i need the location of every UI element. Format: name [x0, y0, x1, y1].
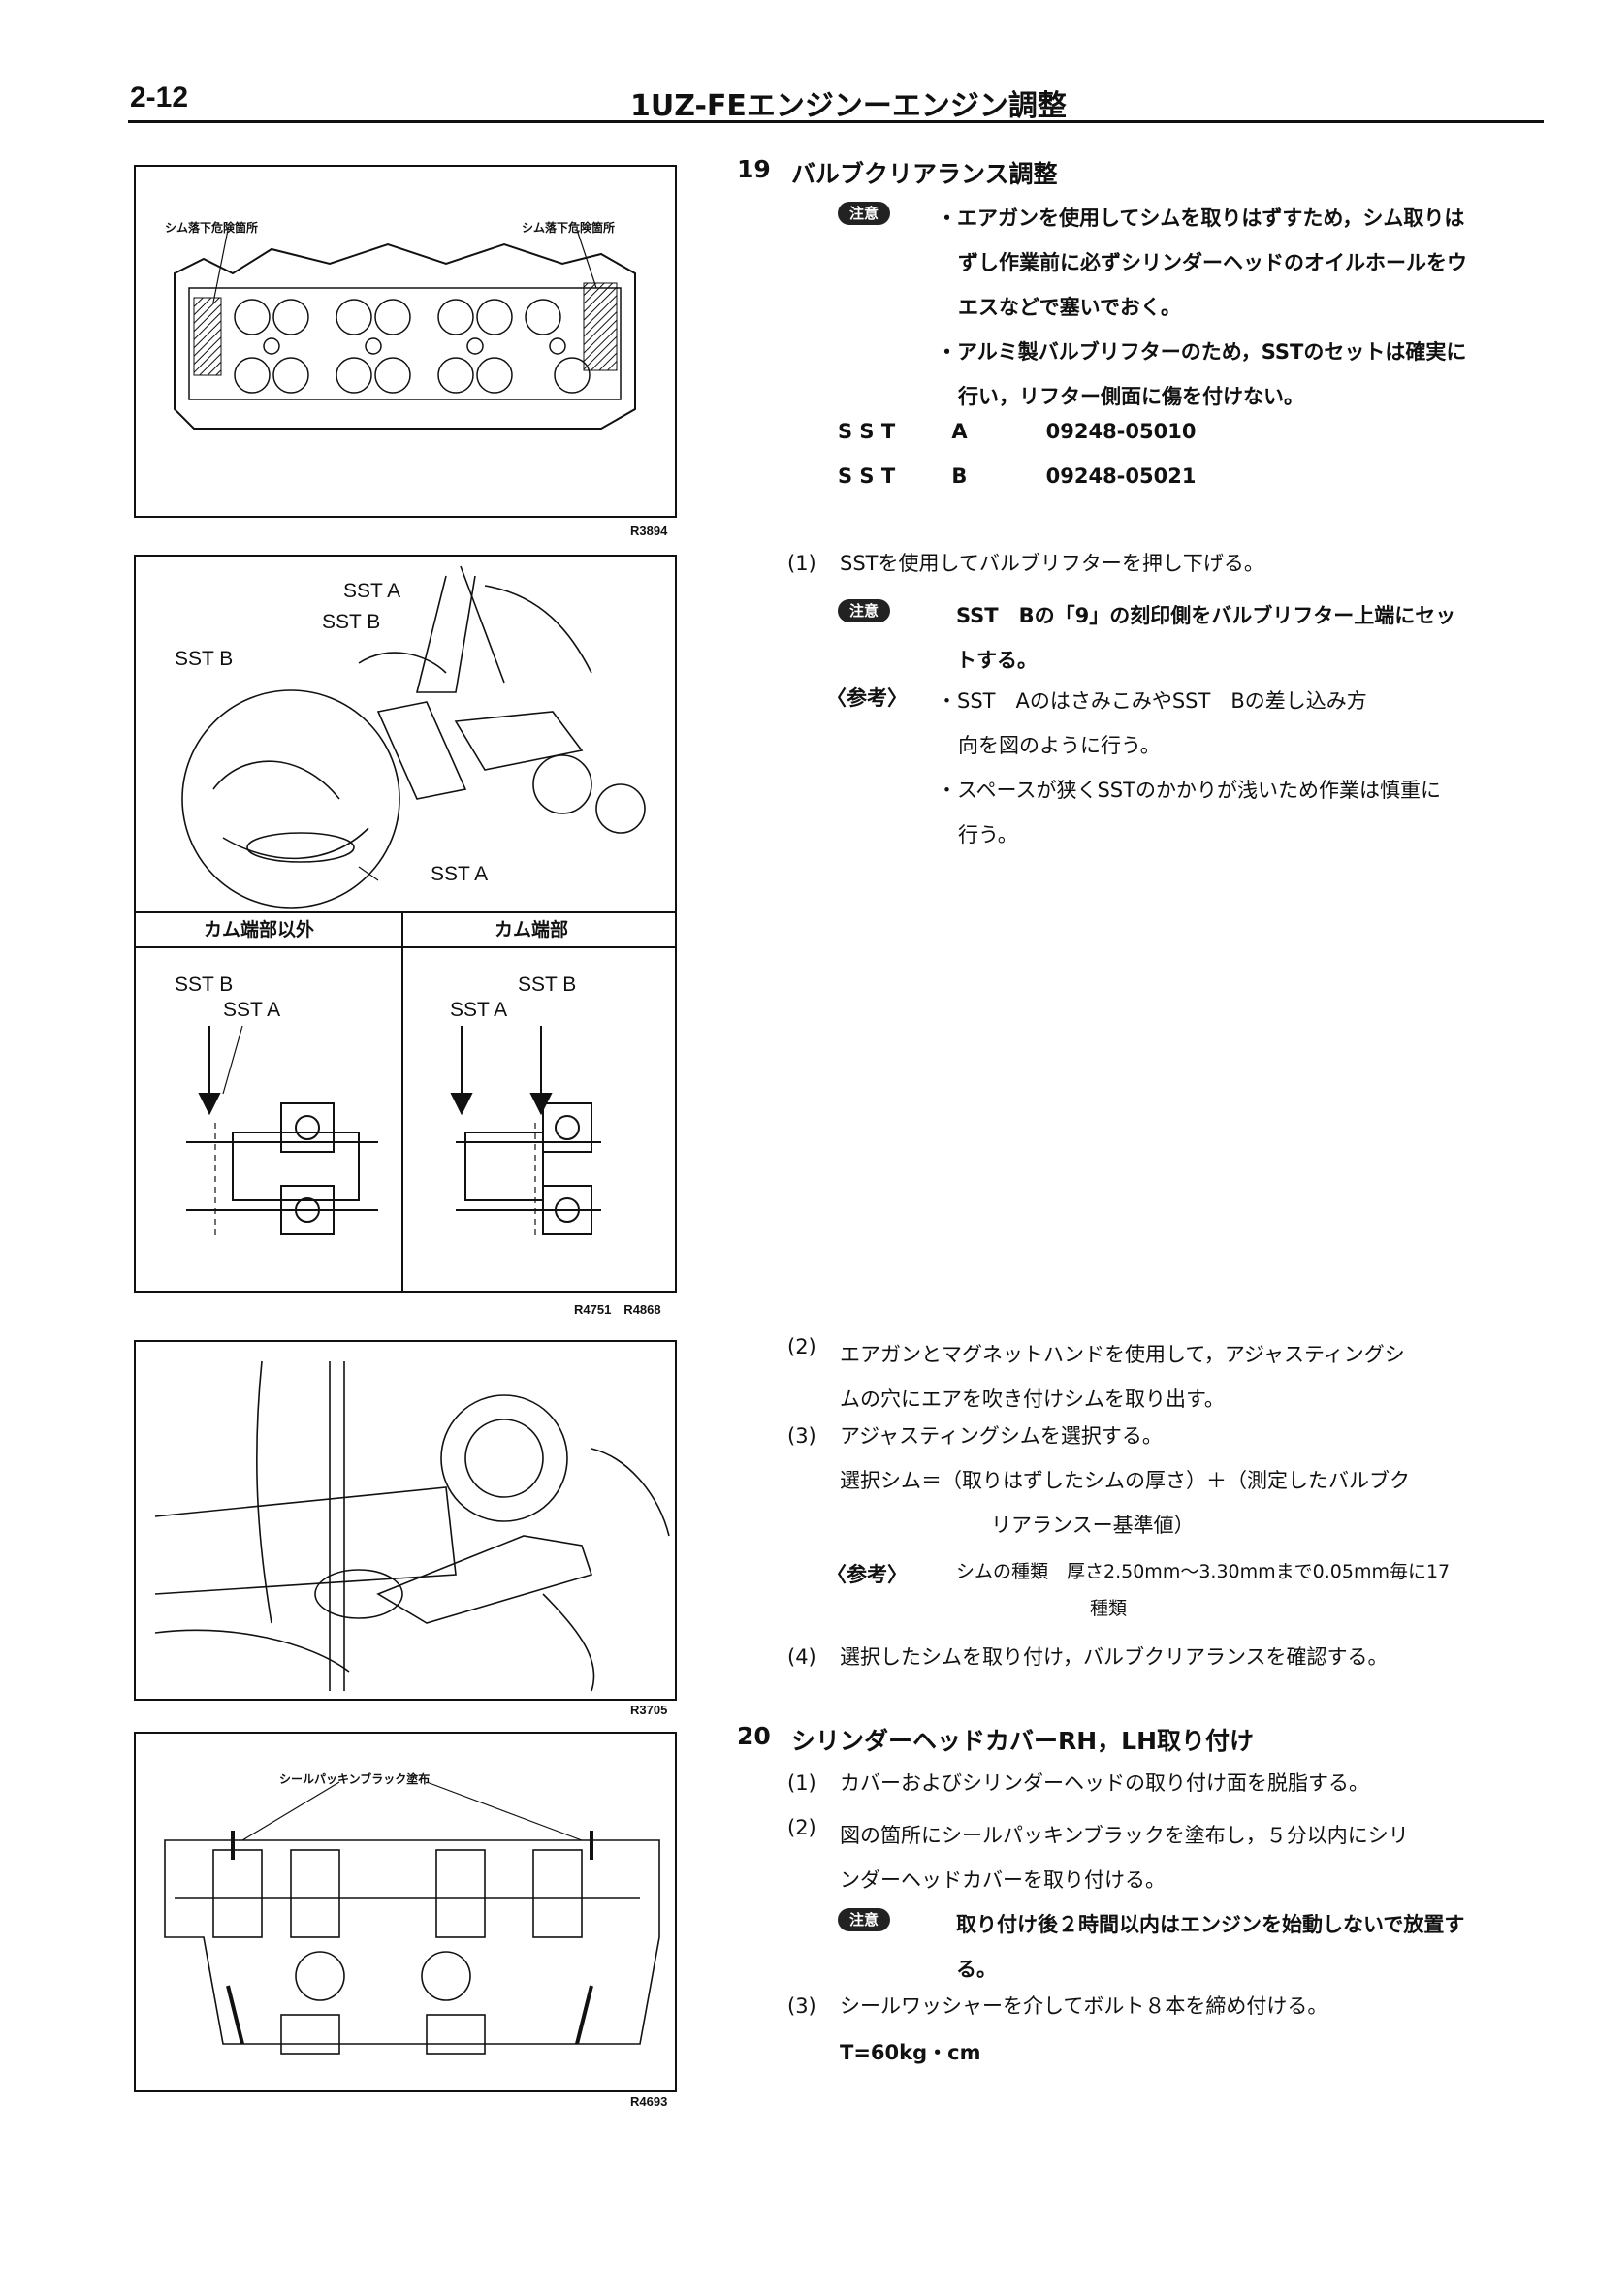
torque-spec: T=60kg・cm	[840, 2041, 981, 2064]
caution-text: 取り付け後２時間以内はエンジンを始動しないで放置す る。	[956, 1913, 1465, 1981]
figure-label-danger-right: シム落下危険箇所	[522, 221, 616, 235]
section-title-head-cover-install: シリンダーヘッドカバーRH，LH取り付け	[791, 1727, 1255, 1755]
figure-air-gun	[134, 1340, 677, 1701]
section-number-20: 20	[737, 1722, 771, 1750]
table-header-cam-end: カム端部	[495, 919, 569, 941]
caution-badge: 注意	[838, 599, 891, 622]
figure-label-sealant: シールパッキンブラック塗布	[279, 1772, 431, 1786]
caution-badge: 注意	[838, 202, 891, 225]
label-left-sst-b: SST B	[175, 973, 234, 996]
caution-text: SST Bの「9」の刻印側をバルブリフター上端にセッ トする。	[956, 604, 1456, 672]
sst-position-diagram	[186, 1025, 601, 1239]
section-number-19: 19	[737, 155, 771, 183]
reference-label: 〈参考〉	[826, 686, 908, 710]
step-text: カバーおよびシリンダーヘッドの取り付け面を脱脂する。	[840, 1771, 1369, 1795]
section-title-valve-clearance: バルブクリアランス調整	[791, 160, 1058, 188]
page-number: 2-12	[130, 81, 189, 113]
step-number: (3)	[787, 1994, 816, 2018]
figure-code: R4751 R4868	[574, 1302, 661, 1317]
reference-text: ・SST AのはさみこみやSST Bの差し込み方 向を図のように行う。 ・スペー…	[937, 689, 1441, 846]
step-number: (2)	[787, 1335, 816, 1358]
table-header-non-cam-end: カム端部以外	[204, 919, 315, 941]
figure-code: R3894	[630, 524, 668, 538]
step-number: (3)	[787, 1424, 816, 1448]
figure-label-danger-left: シム落下危険箇所	[165, 221, 259, 235]
label-right-sst-a: SST A	[450, 999, 508, 1021]
step-number: (1)	[787, 552, 816, 575]
figure-cylinder-head: シム落下危険箇所 シム落下危険箇所	[134, 165, 677, 518]
step-text: SSTを使用してバルブリフターを押し下げる。	[840, 552, 1264, 575]
reference-text: 種類	[1090, 1598, 1128, 1619]
label-left-sst-a: SST A	[223, 999, 281, 1021]
cylinder-head-illustration	[174, 229, 636, 430]
sst-row: S S T A 09248-05010	[838, 420, 1197, 443]
formula-line: 選択シム＝（取りはずしたシムの厚さ）＋（測定したバルブク	[840, 1469, 1410, 1492]
figure-sst-usage: SST A SST B SST B SST A カム端部以外 カム端部 SST …	[134, 555, 677, 1293]
figure-table-header-rule	[136, 946, 675, 948]
reference-text: シムの種類 厚さ2.50mm〜3.30mmまで0.05mm毎に17	[956, 1561, 1451, 1582]
header-rule	[128, 120, 1544, 123]
step-text: エアガンとマグネットハンドを使用して，アジャスティングシ ムの穴にエアを吹き付け…	[840, 1343, 1405, 1411]
figure-table-col-rule	[401, 911, 403, 1292]
label-sst-b-left: SST B	[175, 648, 234, 670]
label-sst-a-top: SST A	[343, 580, 401, 602]
figure-divider	[136, 911, 675, 913]
caution-badge: 注意	[838, 1908, 891, 1931]
figure-head-cover-sealant: シールパッキンブラック塗布	[134, 1732, 677, 2092]
step-text: 図の箇所にシールパッキンブラックを塗布し，５分以内にシリ ンダーヘッドカバーを取…	[840, 1824, 1409, 1892]
step-number: (2)	[787, 1816, 816, 1839]
label-right-sst-b: SST B	[518, 973, 577, 996]
label-sst-b-top: SST B	[322, 611, 381, 633]
figure-code: R4693	[630, 2094, 668, 2109]
caution-text: ・エアガンを使用してシムを取りはずすため，シム取りは ずし作業前に必ずシリンダー…	[937, 207, 1467, 408]
step-number: (1)	[787, 1771, 816, 1795]
label-sst-a-bottom: SST A	[431, 863, 489, 885]
step-text: 選択したシムを取り付け，バルブクリアランスを確認する。	[840, 1645, 1389, 1669]
sst-hand-illustration	[181, 565, 646, 909]
reference-label: 〈参考〉	[826, 1563, 908, 1586]
step-text: アジャスティングシムを選択する。	[840, 1424, 1163, 1448]
step-text: シールワッシャーを介してボルト８本を締め付ける。	[840, 1994, 1328, 2018]
formula-line: リアランスー基準値）	[991, 1514, 1195, 1537]
step-number: (4)	[787, 1645, 816, 1669]
page-title: 1UZ-FEエンジンーエンジン調整	[630, 89, 1067, 123]
head-cover-illustration	[164, 1781, 660, 2055]
air-gun-illustration	[154, 1360, 670, 1692]
sst-row: S S T B 09248-05021	[838, 464, 1197, 488]
figure-code: R3705	[630, 1703, 668, 1717]
